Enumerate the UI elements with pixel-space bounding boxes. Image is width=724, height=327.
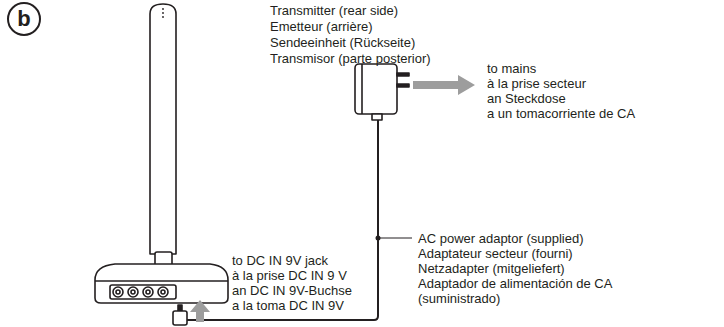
- caption-label: AC power adaptor (supplied): [418, 231, 630, 246]
- caption-label: Netzadapter (mitgeliefert): [418, 261, 630, 276]
- panel-letter: b: [17, 8, 30, 30]
- caption-label: to DC IN 9V jack: [232, 253, 432, 268]
- caption-label: Transmitter (rear side): [270, 3, 570, 18]
- caption-label: a la toma DC IN 9V: [232, 298, 432, 313]
- caption-label: à la prise DC IN 9 V: [232, 268, 432, 283]
- transmitter-antenna: [150, 4, 176, 254]
- panel-letter-circle: b: [7, 2, 41, 36]
- ac-adaptor: [355, 64, 397, 114]
- dc-plug: [178, 305, 182, 311]
- arrow-to-mains: [413, 75, 475, 95]
- caption-label: a un tomacorriente de CA: [487, 106, 717, 121]
- caption-label: à la prise secteur: [487, 76, 717, 91]
- jacks: [113, 287, 168, 297]
- caption-label: Adaptador de alimentación de CA (suminis…: [418, 276, 630, 306]
- caption-label: to mains: [487, 61, 717, 76]
- caption-label: an Steckdose: [487, 91, 717, 106]
- caption-label: an DC IN 9V-Buchse: [232, 283, 432, 298]
- caption-label: Sendeeinheit (Rückseite): [270, 35, 570, 50]
- arrow-up-to-jack: [190, 300, 210, 322]
- caption-label: Adaptateur secteur (fourni): [418, 246, 630, 261]
- caption-label: Emetteur (arrière): [270, 19, 570, 34]
- leader-line: [378, 238, 412, 239]
- transmitter-base: [95, 264, 228, 303]
